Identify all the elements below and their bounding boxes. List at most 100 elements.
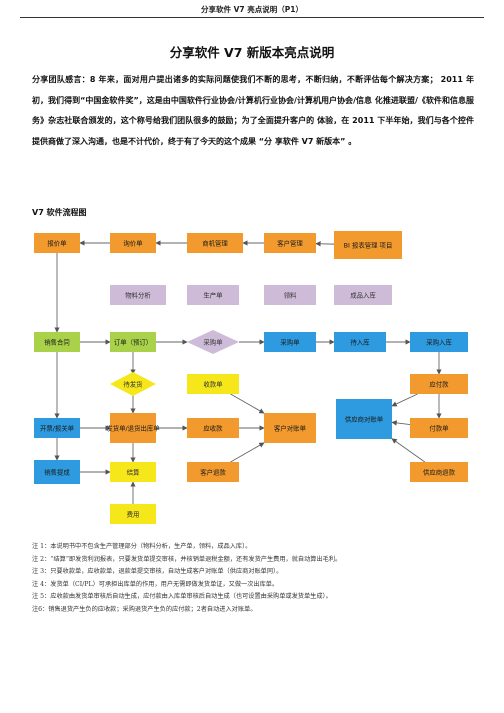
flow-node-label: 销售合同	[44, 338, 70, 347]
note-4: 注 4：发货单（CI/PL）可承担出库单的作用，用户无需即做发货单证，又做一次出…	[32, 580, 279, 588]
flow-node-box	[187, 285, 239, 305]
flow-node-label: BI 报表管理 项目	[344, 241, 393, 250]
flow-node-label: 成品入库	[350, 291, 376, 300]
flow-node-box	[34, 332, 80, 352]
flow-node-commission: 销售提成	[34, 460, 80, 484]
flow-node-label: 客户管理	[277, 239, 303, 248]
flow-node-label: 采购单	[203, 338, 223, 347]
flow-node-box	[110, 413, 156, 443]
flow-node-box	[264, 413, 316, 443]
flow-node-to_ship: 待发货	[110, 372, 156, 396]
flow-node-vendor_recon: 供应商对账单	[336, 399, 392, 439]
flow-node-box	[110, 462, 156, 482]
flow-node-label: 物料分析	[125, 291, 151, 300]
intro-line: 分享团队感言：8 年来，面对用户提出诸多的实际问题使我们不断的思考，不断归纳，不…	[32, 75, 438, 84]
flow-node-box	[187, 233, 243, 253]
document-title: 分享软件 V7 新版本亮点说明	[169, 45, 335, 60]
note-2: 注 2：“结算”即发货利润报表，只要发货单提交审核，并核销单退税金额，还有发货产…	[32, 555, 342, 563]
flow-node-label: 客户对账单	[274, 424, 307, 433]
flow-node-label: 待入库	[350, 338, 370, 347]
flow-node-label: 客户退款	[200, 468, 226, 477]
flow-node-label: 发货单/退货出库单	[106, 424, 160, 433]
flow-node-customer: 客户管理	[264, 233, 316, 253]
flow-arrow-payment-to-vendor_recon	[391, 420, 411, 426]
flow-node-invoice: 开票/报关单	[34, 418, 80, 438]
flow-node-recon: 客户对账单	[264, 413, 316, 443]
flow-arrow-payable-to-vendor_recon	[391, 393, 418, 407]
flow-node-po_in: 采购入库	[410, 332, 468, 352]
flow-node-box	[110, 332, 156, 352]
flow-node-box	[410, 462, 468, 482]
flow-node-box	[334, 285, 392, 305]
header-rule	[20, 17, 484, 18]
flow-node-label: 商机管理	[202, 239, 228, 248]
flow-node-box	[110, 233, 156, 253]
flow-node-box	[336, 399, 392, 439]
intro-line: 享软件 V7 新版本” 。	[274, 136, 357, 146]
flow-node-material: 领料	[264, 285, 316, 305]
flow-node-box	[334, 231, 402, 259]
flow-arrow-cust_return-to-recon	[230, 442, 265, 463]
flow-node-label: 订单（预订）	[114, 338, 152, 347]
flowchart: 报价单 询价单 商机管理 客户管理 BI 报表管理 项目物料分析 生产单 领料 成品入库销售合…	[32, 224, 474, 540]
flow-node-label: 领料	[284, 291, 297, 300]
flow-node-settle: 结算	[110, 462, 156, 482]
flow-node-box	[110, 504, 156, 524]
notes-section: 注 1：本说明书中不包含生产管理部分（物料分析，生产单，领料，成品入库）。 注 …	[32, 541, 474, 617]
flow-arrow-receipt-to-recon	[230, 393, 265, 414]
flow-node-box	[187, 330, 239, 354]
intro-paragraph: 分享团队感言：8 年来，面对用户提出诸多的实际问题使我们不断的思考，不断归纳，不…	[32, 70, 474, 152]
flow-node-box	[110, 372, 156, 396]
flow-arrow-vendor_return-to-vendor_recon	[391, 438, 426, 463]
flow-node-expense: 费用	[110, 504, 156, 524]
flow-node-label: 采购入库	[426, 338, 452, 347]
flow-node-box	[34, 233, 80, 253]
flow-node-box	[110, 285, 166, 305]
flow-node-payment: 付款单	[410, 418, 468, 438]
flow-node-label: 供应商对账单	[345, 415, 384, 424]
page-header: 分享软件 V7 亮点说明（P1）	[201, 5, 303, 14]
flow-node-ship: 发货单/退货出库单	[106, 413, 160, 443]
flow-node-box	[410, 418, 468, 438]
flow-node-label: 开票/报关单	[40, 424, 75, 433]
flow-node-label: 生产单	[203, 291, 223, 300]
flow-node-opportunity: 商机管理	[187, 233, 243, 253]
flow-node-purchase_q: 采购单	[187, 330, 239, 354]
flow-node-fg_in: 成品入库	[334, 285, 392, 305]
flow-node-inquiry: 询价单	[110, 233, 156, 253]
flow-node-box	[410, 332, 468, 352]
flow-node-label: 付款单	[429, 424, 449, 433]
flow-node-box	[264, 332, 316, 352]
flow-node-label: 询价单	[123, 239, 143, 248]
flow-node-order: 订单（预订）	[110, 332, 156, 352]
flow-node-box	[334, 332, 386, 352]
flowchart-heading: V7 软件流程图	[32, 208, 87, 217]
flow-node-pending_in: 待入库	[334, 332, 386, 352]
flow-node-bi: BI 报表管理 项目	[334, 231, 402, 259]
flow-node-label: 收款单	[203, 380, 223, 389]
flow-node-quote: 报价单	[34, 233, 80, 253]
flow-node-label: 应收款	[203, 424, 223, 433]
flow-node-mrp: 物料分析	[110, 285, 166, 305]
flow-node-label: 采购单	[280, 338, 300, 347]
note-5: 注 5：应收款由发货单审核后自动生成，应付款由入库单审核后自动生成（也可设置由采…	[32, 593, 332, 601]
flow-node-label: 供应商退款	[423, 468, 456, 477]
note-1: 注 1：本说明书中不包含生产管理部分（物料分析，生产单，领料，成品入库）。	[32, 543, 252, 550]
flow-node-label: 待发货	[123, 380, 143, 389]
flow-node-production: 生产单	[187, 285, 239, 305]
flow-node-cust_return: 客户退款	[187, 462, 239, 482]
flow-node-payable: 应付款	[410, 374, 468, 394]
note-6: 注6：销售退货产生负的应收款；采购退货产生负的应付款；2者自动进入对账单。	[32, 605, 257, 613]
flow-node-label: 应付款	[429, 380, 449, 389]
flow-node-receipt: 收款单	[187, 374, 239, 394]
flow-node-box	[34, 460, 80, 484]
flow-node-po: 采购单	[264, 332, 316, 352]
flow-node-box	[187, 418, 239, 438]
flow-node-vendor_return: 供应商退款	[410, 462, 468, 482]
flow-node-label: 销售提成	[44, 468, 70, 477]
flow-node-box	[187, 374, 239, 394]
flow-node-label: 报价单	[47, 239, 67, 248]
flow-node-label: 结算	[127, 468, 140, 477]
flow-node-box	[34, 418, 80, 438]
